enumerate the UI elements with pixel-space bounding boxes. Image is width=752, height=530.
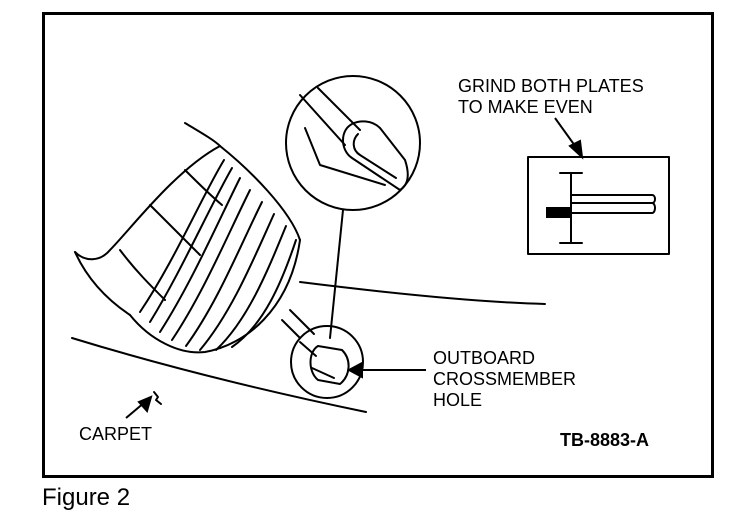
figure-frame: [42, 12, 714, 478]
plate-inset-box: [527, 156, 670, 255]
outboard-label-line2: CROSSMEMBER: [433, 369, 577, 389]
magnified-plate: [299, 87, 409, 191]
grind-label-line2: TO MAKE EVEN: [458, 97, 593, 117]
hole-arrow-head: [346, 361, 363, 379]
hole-detail: [299, 341, 350, 385]
figure-id-label: TB-8883-A: [560, 430, 650, 450]
figure-caption: Figure 2: [42, 484, 131, 511]
plate-inset-drawing: [559, 172, 656, 244]
magnified-detail-circle: [285, 75, 421, 211]
outboard-label-line1: OUTBOARD: [433, 348, 536, 368]
carpet-tick: [153, 391, 162, 405]
crossmember-rod: [281, 309, 315, 339]
carpet-edge-line: [71, 337, 367, 413]
crossmember-hole-circle: [290, 325, 364, 399]
cylinder-component: [74, 122, 301, 354]
floor-line-upper: [299, 281, 546, 305]
outboard-label-line3: HOLE: [433, 390, 483, 410]
carpet-label: CARPET: [79, 424, 153, 444]
grind-label-line1: GRIND BOTH PLATES: [458, 76, 644, 96]
plate-inset-black-bar: [546, 207, 571, 218]
leader-line: [329, 209, 344, 339]
carpet-arrow-head: [137, 395, 153, 414]
grind-arrow-head: [568, 139, 584, 160]
